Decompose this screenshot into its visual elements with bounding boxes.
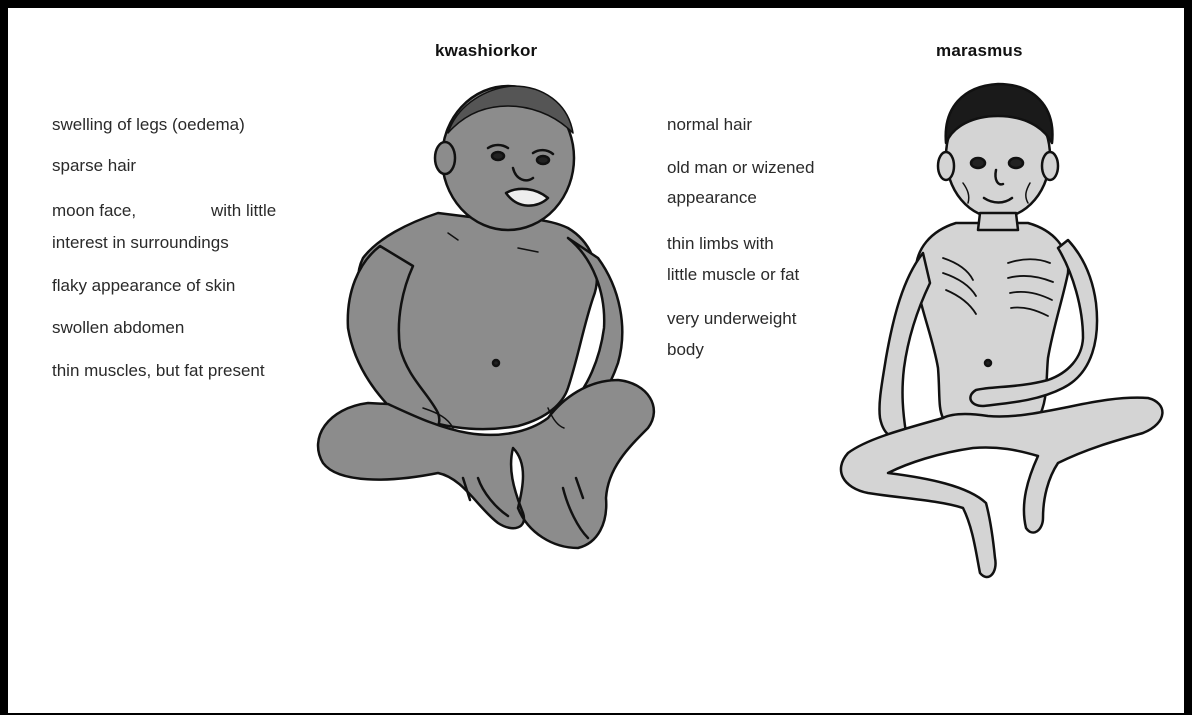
feature-label-underweight: very underweight xyxy=(667,305,796,332)
feature-label-appearance: appearance xyxy=(667,184,757,211)
feature-label-thin-muscles: thin muscles, but fat present xyxy=(52,357,265,384)
kwashiorkor-child-figure xyxy=(318,86,654,548)
feature-label-thin-limbs: thin limbs with xyxy=(667,230,774,257)
feature-label-with-little: with little xyxy=(211,197,276,224)
marasmus-child-figure xyxy=(841,84,1162,577)
marasmus-title: marasmus xyxy=(936,41,1023,61)
feature-label-swollen-abdomen: swollen abdomen xyxy=(52,314,184,341)
feature-label-little-muscle: little muscle or fat xyxy=(667,261,799,288)
feature-label-oedema: swelling of legs (oedema) xyxy=(52,111,245,138)
feature-label-moon-face: moon face, xyxy=(52,197,136,224)
feature-label-normal-hair: normal hair xyxy=(667,111,752,138)
feature-label-interest: interest in surroundings xyxy=(52,229,229,256)
feature-label-sparse-hair: sparse hair xyxy=(52,152,136,179)
feature-label-wizened: old man or wizened xyxy=(667,154,814,181)
kwashiorkor-title: kwashiorkor xyxy=(435,41,537,61)
feature-label-flaky-skin: flaky appearance of skin xyxy=(52,272,235,299)
marasmus-left-arm xyxy=(879,253,930,438)
feature-label-body: body xyxy=(667,336,704,363)
